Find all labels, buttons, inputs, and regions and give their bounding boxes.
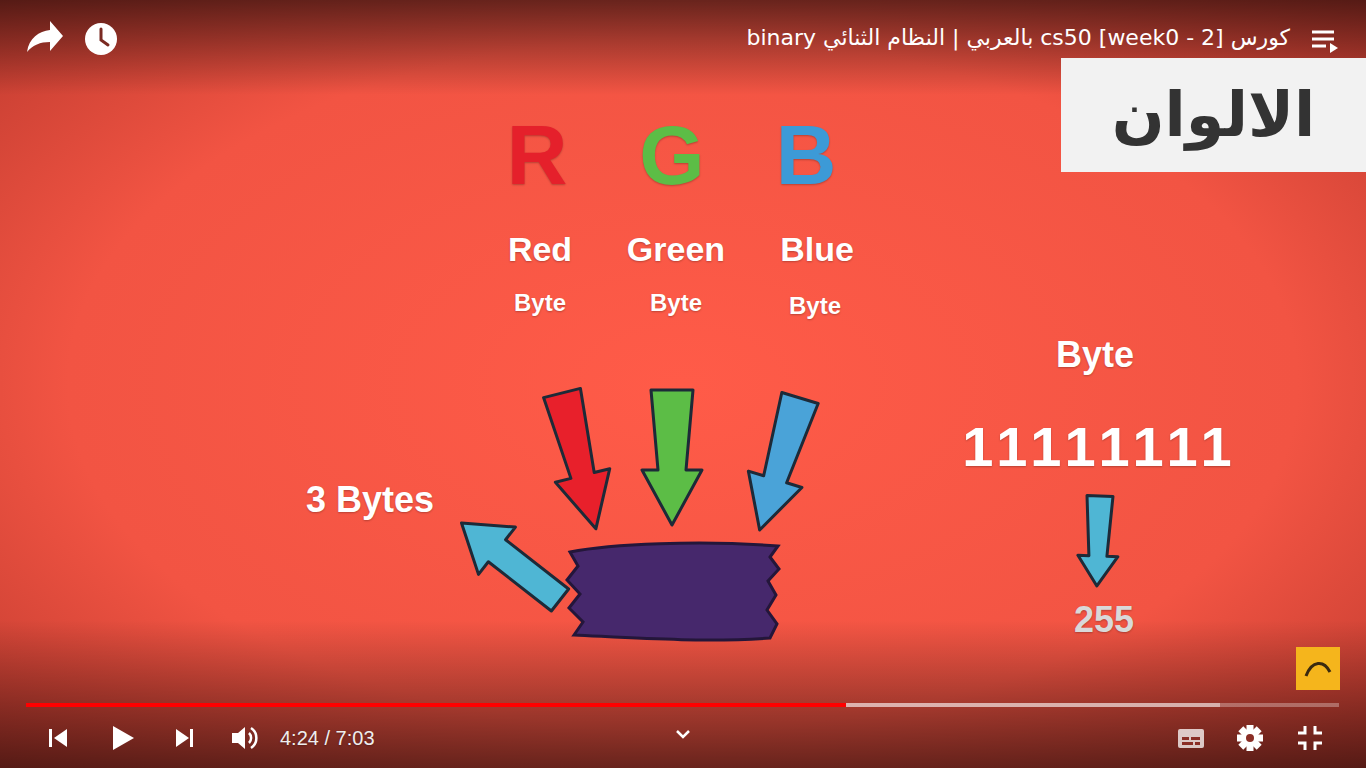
settings-icon (1237, 725, 1263, 751)
fullscreen-exit-icon (1298, 726, 1322, 750)
logo-mark (1306, 663, 1330, 676)
blue-arrow (733, 390, 827, 538)
section-heading: الالوان (1112, 81, 1316, 149)
down-arrow (1077, 495, 1120, 586)
total-size: 3 Bytes (306, 480, 434, 520)
pointer-arrow (443, 499, 578, 623)
chevron-icon (677, 731, 689, 737)
channel-letter: B (776, 109, 837, 201)
channel-name: Blue (780, 231, 854, 268)
player-controls (49, 726, 245, 750)
bottom-shade (0, 620, 1366, 768)
video-title: كورس cs50 [week0 - 2] بالعربي | النظام ا… (746, 26, 1290, 50)
progress-played (26, 703, 846, 707)
channel-name: Red (508, 231, 572, 268)
decimal-value: 255 (1074, 600, 1134, 640)
playlist-icon (1312, 32, 1338, 53)
share-icon (27, 21, 63, 52)
channel-size: Byte (650, 290, 702, 316)
channel-size: Byte (789, 293, 841, 319)
channel-logo (1296, 647, 1340, 690)
channel-size: Byte (514, 290, 566, 316)
color-blob (567, 543, 779, 640)
section-panel: الالوان (1061, 58, 1366, 172)
progress-track (26, 703, 1339, 707)
subtitles-icon (1178, 729, 1204, 748)
binary-value: 11111111 (962, 416, 1238, 478)
channel-letter: R (507, 109, 568, 201)
green-arrow (642, 390, 702, 525)
channel-letter: G (639, 109, 704, 201)
progress-buffered (846, 703, 1220, 707)
channel-name: Green (627, 231, 725, 268)
red-arrow (535, 386, 623, 535)
byte-heading: Byte (1056, 335, 1134, 375)
volume-waves (249, 728, 256, 748)
watch-later-icon (85, 23, 117, 55)
time-display: 4:24 / 7:03 (280, 727, 375, 749)
